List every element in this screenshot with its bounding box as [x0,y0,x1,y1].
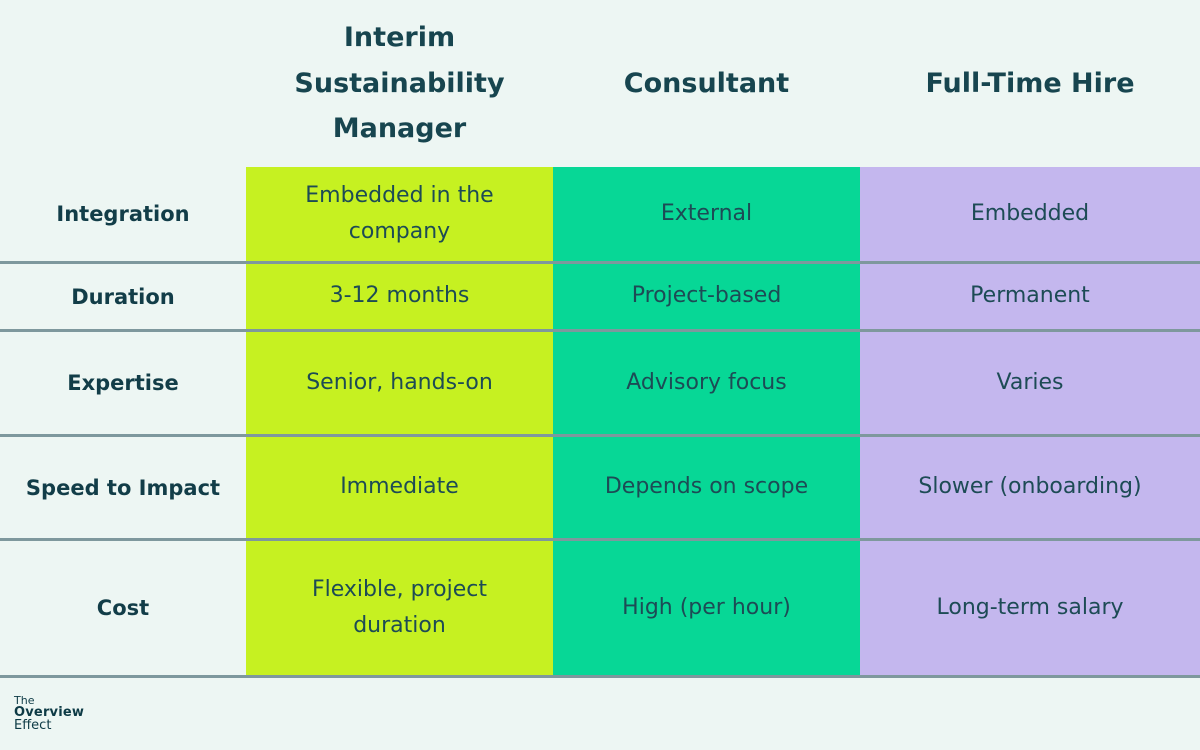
row-label-speed-to-impact: Speed to Impact [25,475,221,500]
cell-expertise-fulltime: Varies [860,332,1200,434]
cell-expertise-interim: Senior, hands-on [246,332,553,434]
cell-cost-fulltime: Long-term salary [860,541,1200,675]
table-row-cost: Cost Flexible, project duration High (pe… [0,541,1200,678]
cell-integration-fulltime: Embedded [860,167,1200,261]
cell-duration-fulltime: Permanent [860,264,1200,329]
cell-speed-consultant: Depends on scope [553,437,860,538]
cell-cost-consultant: High (per hour) [553,541,860,675]
cell-expertise-consultant: Advisory focus [553,332,860,434]
cell-duration-interim: 3-12 months [246,264,553,329]
overview-effect-logo: The Overview Effect [14,695,84,732]
header-spacer [0,0,246,167]
cell-integration-consultant: External [553,167,860,261]
row-label-expertise: Expertise [67,371,179,395]
row-label-duration: Duration [71,284,175,309]
cell-cost-interim: Flexible, project duration [246,541,553,675]
table-row-duration: Duration 3-12 months Project-based Perma… [0,264,1200,332]
table-row-integration: Integration Embedded in the company Exte… [0,167,1200,264]
column-header-consultant: Consultant [553,0,860,167]
cell-speed-interim: Immediate [246,437,553,538]
logo-line-effect: Effect [14,718,52,733]
cell-integration-interim: Embedded in the company [246,167,553,261]
table-row-expertise: Expertise Senior, hands-on Advisory focu… [0,332,1200,437]
table-header-row: Interim Sustainability Manager Consultan… [0,0,1200,167]
table-row-speed-to-impact: Speed to Impact Immediate Depends on sco… [0,437,1200,541]
logo-line-overview: Overview [14,705,85,720]
column-header-fulltime: Full-Time Hire [860,0,1200,167]
column-header-fulltime-label: Full-Time Hire [925,67,1135,99]
row-label-cost: Cost [96,596,150,620]
column-header-interim-label: Interim Sustainability Manager [294,21,505,145]
row-label-integration: Integration [56,202,190,226]
logo-line-the: The [14,694,35,707]
cell-duration-consultant: Project-based [553,264,860,329]
column-header-interim: Interim Sustainability Manager [246,0,553,167]
cell-speed-fulltime: Slower (onboarding) [860,437,1200,538]
column-header-consultant-label: Consultant [623,67,790,99]
